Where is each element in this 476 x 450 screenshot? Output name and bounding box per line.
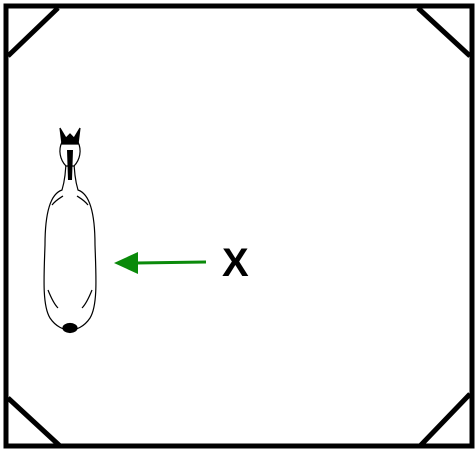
corner-top-right	[416, 6, 472, 58]
corner-bottom-right	[418, 392, 472, 448]
horse-top-view-icon	[43, 127, 97, 334]
arrow-left-icon	[114, 252, 207, 274]
corner-top-left	[6, 6, 60, 58]
corner-bottom-left	[6, 396, 62, 448]
marker-label: X	[222, 241, 249, 285]
